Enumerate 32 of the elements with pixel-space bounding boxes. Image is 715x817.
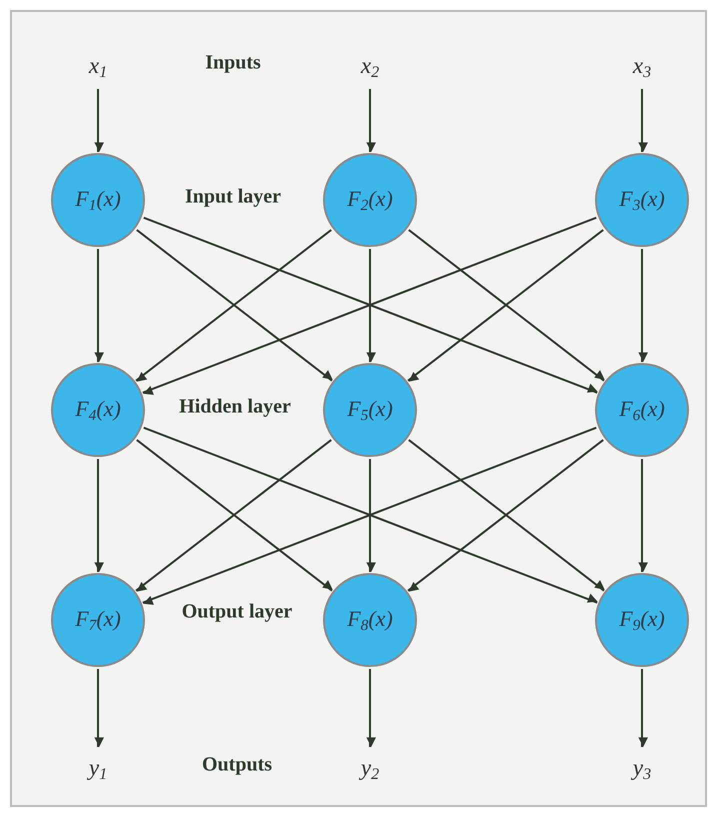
neuron-label: F$_{8}$(x) [347,606,393,634]
arrow [366,89,376,152]
neuron-label: F$_{3}$(x) [619,186,665,214]
arrow [366,249,376,362]
layer-label: Hidden layer [179,396,291,418]
layer-label: Inputs [205,52,261,74]
layer-label: Output layer [182,600,292,624]
neuron-label: F$_{9}$(x) [619,606,665,634]
arrow [94,669,104,747]
arrow [94,459,104,572]
variable-label: x$_{2}$ [360,53,380,82]
neuron-label: F$_{2}$(x) [347,186,393,214]
arrow [638,89,648,152]
arrow [94,89,104,152]
arrow [366,669,376,747]
arrow [638,459,648,572]
neuron-label: F$_{6}$(x) [619,396,665,424]
variable-label: y$_{2}$ [360,755,380,784]
variable-label: y$_{3}$ [632,755,652,784]
neuron-label: F$_{4}$(x) [75,396,121,424]
arrow [638,249,648,362]
variable-label: x$_{3}$ [632,53,652,82]
arrow [94,249,104,362]
layer-label: Outputs [202,754,272,776]
neuron-label: F$_{7}$(x) [75,606,121,634]
variable-label: y$_{1}$ [88,755,108,784]
neuron-label: F$_{1}$(x) [75,186,121,214]
arrow [366,459,376,572]
variable-label: x$_{1}$ [88,53,108,82]
layer-label: Input layer [184,186,282,208]
neuron-label: F$_{5}$(x) [347,396,393,424]
arrow [638,669,648,747]
